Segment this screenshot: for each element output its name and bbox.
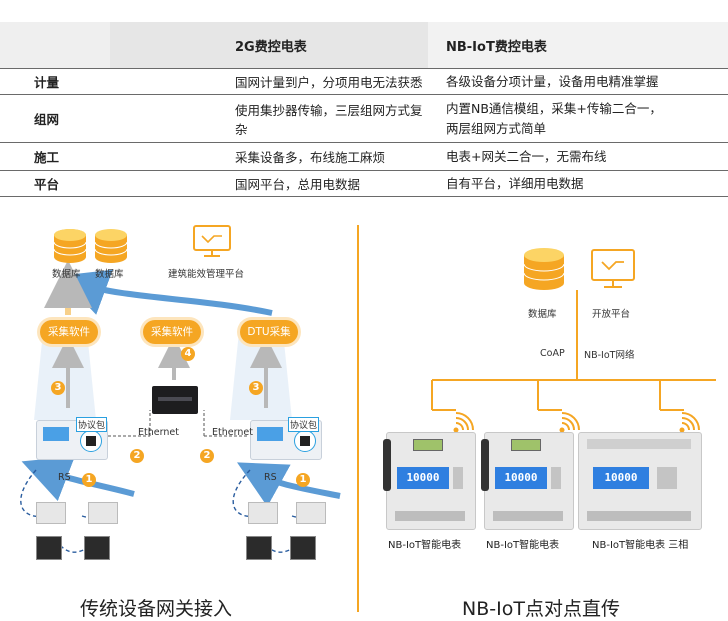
small-meter	[84, 536, 110, 560]
row-2g-cell: 国网平台，总用电数据	[110, 170, 428, 197]
meter-display: 10000	[495, 467, 547, 489]
ethernet-switch	[152, 386, 198, 414]
step-number: 4	[181, 347, 195, 361]
monitor-icon	[193, 225, 231, 257]
table-header-row: 2G费控电表 NB-IoT费控电表	[0, 22, 728, 69]
monitor-icon	[591, 249, 635, 288]
step-number: 3	[51, 381, 65, 395]
row-nbiot-cell: 自有平台，详细用电数据	[428, 170, 728, 197]
table-header-2g: 2G费控电表	[110, 22, 428, 69]
table-header-empty	[0, 22, 110, 69]
row-nbiot-cell: 内置NB通信模组，采集+传输二合一，两层组网方式简单	[428, 94, 728, 143]
right-caption: NB-IoT点对点直传	[462, 598, 620, 620]
small-meter	[246, 536, 272, 560]
meter-display: 10000	[593, 467, 649, 489]
rs-label: RS	[58, 472, 71, 483]
signal-icon	[559, 412, 580, 433]
step-number: 2	[200, 449, 214, 463]
meter-display: 10000	[397, 467, 449, 489]
small-meter	[88, 502, 118, 524]
nbiot-meter: 10000	[383, 432, 476, 530]
database-icon	[53, 229, 87, 263]
protocol-circle-icon	[80, 430, 102, 452]
coap-label: CoAP	[540, 348, 565, 359]
protocol-label: 协议包	[76, 417, 108, 432]
dtu-collect-bubble: DTU采集	[240, 320, 298, 344]
small-meter	[290, 536, 316, 560]
nbiot-network-label: NB-IoT网络	[584, 350, 635, 361]
step-number: 3	[249, 381, 263, 395]
row-label: 计量	[0, 68, 110, 95]
row-label: 平台	[0, 170, 110, 197]
table-header-nbiot: NB-IoT费控电表	[428, 22, 728, 69]
database-icon	[94, 229, 128, 263]
nbiot-meter: 10000	[481, 432, 574, 530]
meter-caption: NB-IoT智能电表	[486, 540, 560, 551]
small-meter	[296, 502, 326, 524]
dtu-to-db-arrow	[59, 269, 273, 316]
comparison-table: 2G费控电表 NB-IoT费控电表 计量 国网计量到户，分项用电无法获悉 各级设…	[0, 22, 728, 197]
antenna-icon	[383, 439, 391, 491]
meter-caption: NB-IoT智能电表	[388, 540, 462, 551]
protocol-label: 协议包	[288, 417, 320, 432]
rs-arrow-right	[237, 462, 341, 507]
row-nbiot-cell: 各级设备分项计量，设备用电精准掌握	[428, 68, 728, 95]
protocol-circle-icon	[294, 430, 316, 452]
db-label: 数据库	[52, 269, 81, 280]
collect-software-bubble: 采集软件	[143, 320, 201, 344]
row-nbiot-cell: 电表+网关二合一，无需布线	[428, 142, 728, 171]
collect-software-bubble: 采集软件	[40, 320, 98, 344]
platform-label: 开放平台	[592, 309, 631, 320]
ethernet-label: Ethernet	[138, 427, 179, 438]
step-number: 1	[296, 473, 310, 487]
db-label: 数据库	[528, 309, 557, 320]
platform-label: 建筑能效管理平台	[168, 269, 245, 280]
row-label: 施工	[0, 142, 110, 171]
small-meter	[248, 502, 278, 524]
step-number: 1	[82, 473, 96, 487]
signal-icon	[453, 412, 474, 433]
small-meter	[36, 502, 66, 524]
ethernet-label: Ethernet	[212, 427, 253, 438]
db-label: 数据库	[95, 269, 124, 280]
table-row: 组网 使用集抄器传输，三层组网方式复杂 内置NB通信模组，采集+传输二合一，两层…	[0, 94, 728, 143]
row-label: 组网	[0, 94, 110, 143]
row-2g-cell: 采集设备多，布线施工麻烦	[110, 142, 428, 171]
step-number: 2	[130, 449, 144, 463]
database-icon	[523, 248, 565, 290]
nbiot-meter-three-phase: 10000	[578, 432, 702, 530]
table-row: 施工 采集设备多，布线施工麻烦 电表+网关二合一，无需布线	[0, 142, 728, 171]
signal-icon	[679, 412, 700, 433]
antenna-icon	[481, 439, 489, 491]
row-2g-cell: 国网计量到户，分项用电无法获悉	[110, 68, 428, 95]
meter-caption: NB-IoT智能电表 三相	[592, 540, 689, 551]
left-caption: 传统设备网关接入	[80, 598, 233, 620]
table-row: 平台 国网平台，总用电数据 自有平台，详细用电数据	[0, 170, 728, 197]
row-2g-cell: 使用集抄器传输，三层组网方式复杂	[110, 94, 428, 143]
small-meter	[36, 536, 62, 560]
table-row: 计量 国网计量到户，分项用电无法获悉 各级设备分项计量，设备用电精准掌握	[0, 68, 728, 95]
rs-label: RS	[264, 472, 277, 483]
